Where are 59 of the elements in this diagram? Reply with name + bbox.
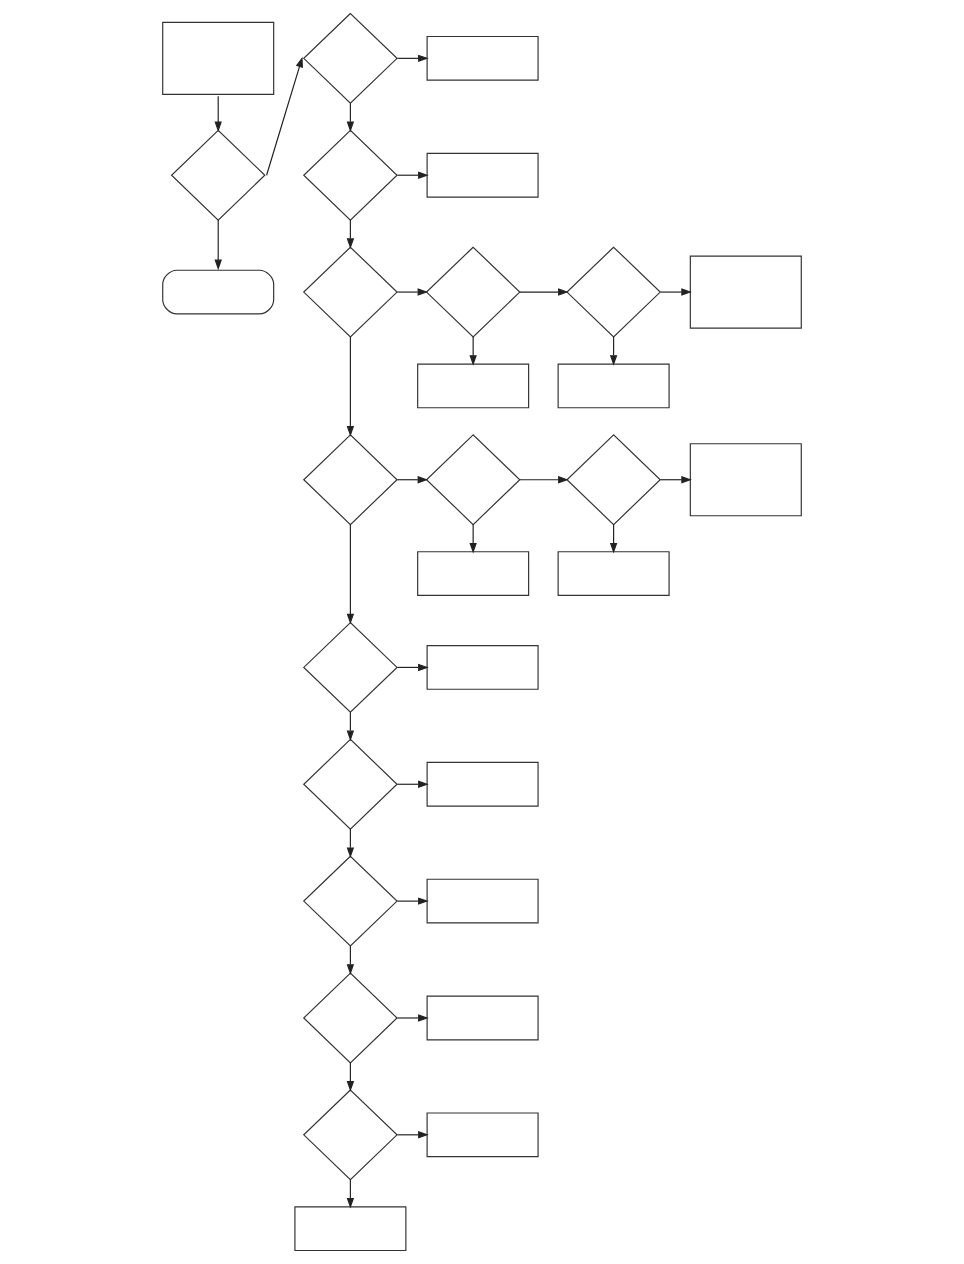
node-box	[557, 551, 670, 596]
node-diamond	[566, 246, 662, 338]
arrow	[659, 288, 692, 296]
arrow	[396, 780, 429, 788]
arrow	[519, 476, 569, 484]
node-box	[417, 363, 530, 409]
arrow	[346, 102, 355, 133]
node-diamond	[170, 129, 266, 221]
node-box	[426, 35, 539, 81]
node-rounded	[162, 269, 275, 315]
arrow	[266, 56, 303, 176]
arrow	[346, 336, 355, 437]
arrow	[396, 288, 429, 296]
arrow	[346, 711, 355, 742]
arrow	[519, 288, 569, 296]
node-diamond	[302, 972, 398, 1064]
arrow	[396, 663, 429, 672]
node-box	[426, 878, 539, 924]
arrow	[346, 1062, 355, 1092]
node-box	[294, 1206, 407, 1252]
node-diamond	[302, 1089, 398, 1181]
arrow	[609, 336, 618, 366]
node-diamond	[302, 621, 398, 714]
arrow	[396, 54, 429, 63]
node-box	[426, 761, 539, 807]
node-box	[426, 1112, 539, 1158]
node-box	[426, 152, 539, 198]
arrow	[346, 945, 355, 975]
node-diamond	[302, 246, 398, 338]
node-diamond	[566, 434, 662, 526]
node-diamond	[425, 246, 521, 338]
node-diamond	[302, 434, 398, 526]
node-box	[689, 255, 802, 329]
node-box	[426, 645, 539, 690]
arrow	[396, 1014, 429, 1022]
node-box	[557, 363, 670, 409]
node-box	[426, 995, 539, 1041]
node-box	[162, 21, 275, 95]
arrow	[396, 171, 429, 179]
arrow	[469, 524, 477, 554]
arrow	[609, 524, 618, 554]
node-diamond	[302, 738, 398, 830]
arrow	[396, 897, 429, 905]
node-box	[417, 551, 530, 596]
arrow	[346, 219, 355, 249]
arrow	[346, 1179, 355, 1209]
arrow	[396, 476, 429, 484]
arrow	[346, 524, 355, 625]
arrow	[469, 336, 477, 366]
node-diamond	[302, 12, 398, 105]
arrow	[214, 219, 222, 271]
node-box	[689, 443, 802, 517]
arrow	[346, 828, 355, 859]
node-diamond	[302, 855, 398, 947]
arrow	[214, 95, 222, 133]
arrow	[659, 476, 692, 484]
arrow	[396, 1131, 429, 1139]
node-diamond	[425, 434, 521, 526]
node-diamond	[302, 129, 398, 221]
